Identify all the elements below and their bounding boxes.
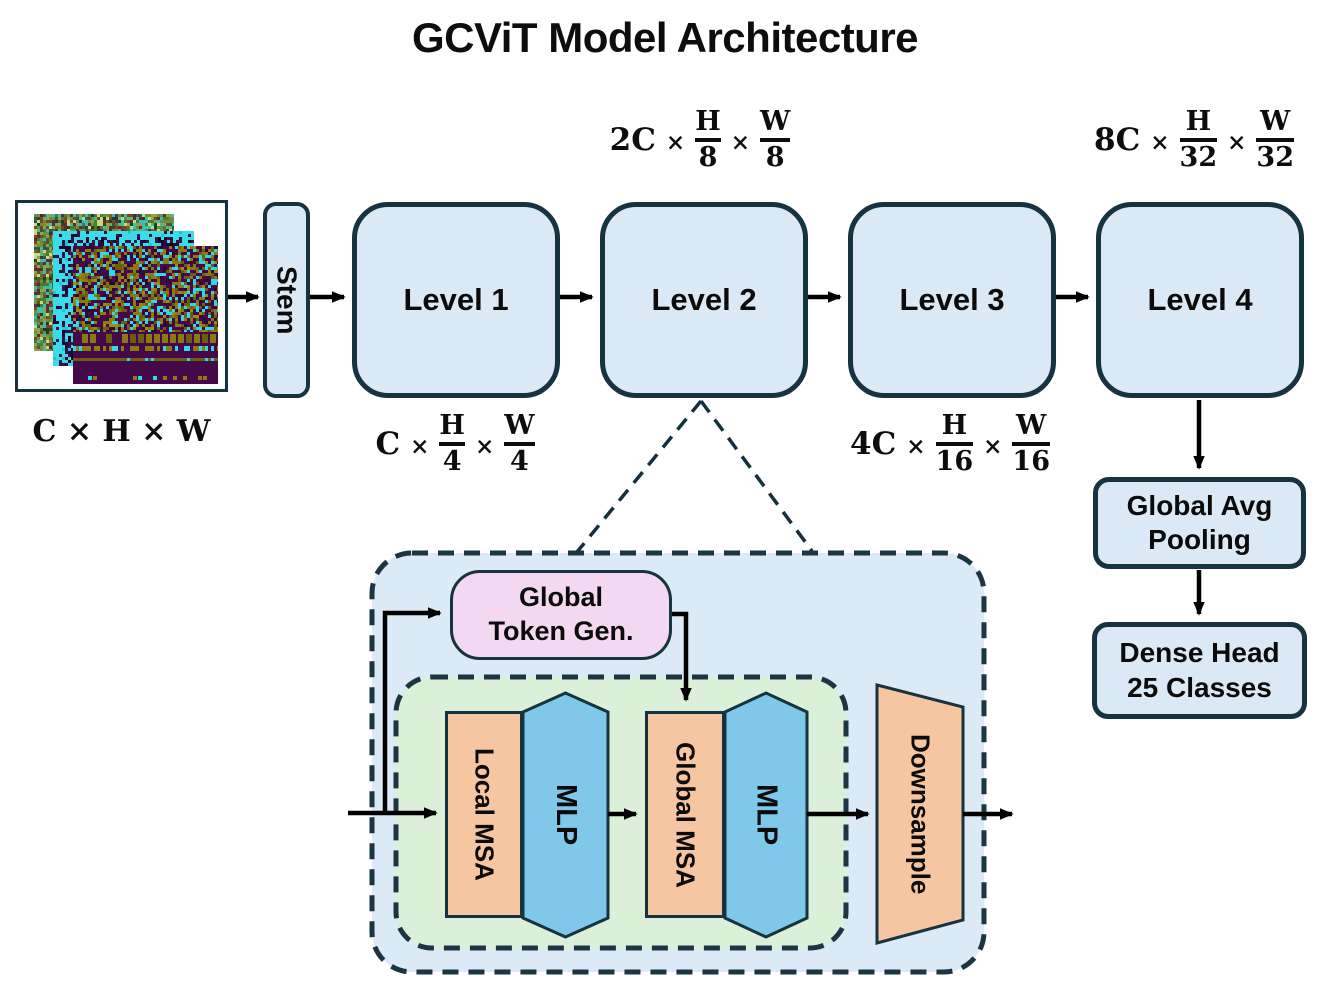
times-sign: × [906,432,926,460]
mlp1-label: MLP [550,784,582,846]
explode-connector-left [575,399,703,554]
fraction: H 16 [935,410,974,477]
level2-block: Level 2 [600,202,808,398]
frac-num: H [439,410,465,441]
dim-coef: 8C [1094,122,1141,159]
frac-den: 32 [1256,141,1294,173]
token-gen-label-line2: Token Gen. [488,616,634,646]
global-avg-pooling-block: Global Avg Pooling [1093,477,1306,569]
frac-den: 8 [765,141,785,173]
frac-bar [504,442,535,446]
stem-label: Stem [271,265,303,335]
downsample-label: Downsample [905,733,936,895]
frac-den: 16 [935,445,974,477]
level2-label: Level 2 [651,282,757,317]
times-sign: × [983,432,1003,460]
frac-bar [1179,138,1218,142]
frac-num: W [760,106,791,137]
level4-block: Level 4 [1096,202,1304,398]
mlp1-label-holder: MLP [523,693,608,937]
times-sign: × [730,128,750,156]
mlp2-hexagon [723,691,809,939]
times-sign: × [665,128,686,156]
mlp2-label: MLP [750,784,783,846]
global-msa-block: Global MSA [645,711,725,918]
frac-bar [1012,442,1050,446]
times-sign: × [1150,128,1170,156]
dense-label-line1: Dense Head [1119,637,1280,669]
fraction: W 32 [1256,106,1294,173]
arrow-branch-to-token-gen [382,607,442,815]
times-sign: × [1227,128,1247,156]
frac-den: 8 [698,141,718,173]
level3-label: Level 3 [899,282,1005,317]
arrow-token-gen-to-global-msa [670,611,692,702]
dim-coef: C [375,426,401,463]
dense-label-line2: 25 Classes [1127,671,1272,703]
pooling-label-line1: Global Avg [1126,489,1273,521]
input-image-frame [15,200,228,392]
frac-num: H [695,106,721,137]
input-spectrogram-front [73,246,218,384]
dim-above-level4: 8C × H 32 × W 32 [1068,106,1320,173]
dim-below-level3: 4C × H 16 × W 16 [825,410,1075,477]
frac-bar [439,442,465,446]
fraction: W 16 [1012,410,1050,477]
frac-num: W [1260,106,1291,137]
level4-label: Level 4 [1147,282,1253,317]
frac-num: W [504,410,535,441]
fraction: H 32 [1179,106,1218,173]
mlp2-label-holder: MLP [725,693,807,937]
local-msa-label: Local MSA [469,748,500,881]
downsample-label-holder: Downsample [877,690,963,938]
level1-label: Level 1 [403,282,509,317]
dense-head-block: Dense Head 25 Classes [1092,622,1307,719]
level1-block: Level 1 [352,202,560,398]
frac-num: H [1185,106,1212,137]
frac-bar [1256,138,1294,142]
stem-block: Stem [263,202,310,398]
page-title: GCViT Model Architecture [411,14,919,61]
frac-bar [760,138,791,142]
frac-bar [695,138,721,142]
explode-connector-right [699,399,814,553]
level3-block: Level 3 [848,202,1056,398]
frac-den: 4 [442,445,462,477]
dim-coef: 2C [609,122,656,159]
frac-den: 32 [1179,141,1218,173]
frac-bar [935,442,974,446]
input-dimension-label: C × H × W [32,414,211,449]
times-sign: × [410,432,430,460]
dim-coef: 4C [850,426,897,463]
frac-den: 16 [1012,445,1050,477]
local-msa-block: Local MSA [445,711,523,918]
global-token-gen-block: Global Token Gen. [450,570,672,660]
mlp1-hexagon [521,691,610,939]
global-msa-label: Global MSA [670,741,701,888]
pooling-label-line2: Pooling [1148,524,1251,555]
frac-num: H [941,410,968,441]
token-gen-label-line1: Global [518,582,603,613]
times-sign: × [474,432,495,460]
downsample-trapezoid [875,683,965,945]
frac-num: W [1016,410,1047,441]
frac-den: 4 [509,445,529,477]
